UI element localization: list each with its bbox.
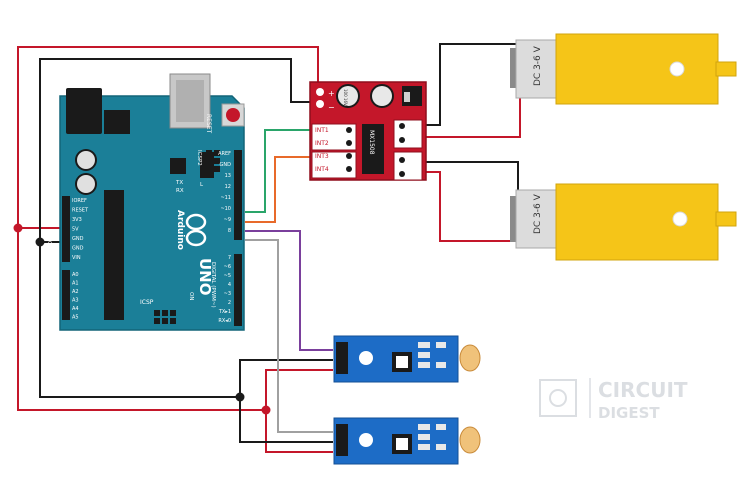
- junction-dot: [35, 237, 45, 247]
- digital-pin-label: 4: [228, 282, 231, 288]
- wire-sensor2-gray: [245, 239, 333, 433]
- wire-motor2-black: [408, 161, 519, 196]
- chip-logo-icon: [539, 379, 577, 417]
- junction-dot: [261, 405, 271, 415]
- wire-gnd-black: [39, 58, 333, 443]
- l-label: L: [200, 182, 204, 188]
- icsp2-header: [206, 150, 220, 172]
- watermark-line1: CIRCUIT: [598, 378, 688, 402]
- icsp-label: ICSP: [140, 299, 154, 306]
- power-header-label: POWER: [46, 238, 52, 257]
- mx1508-chip: [362, 124, 384, 174]
- power-header: POWER: [46, 196, 70, 262]
- rx-label: RX: [176, 188, 184, 194]
- digital-pin-label: ~11: [220, 195, 231, 201]
- power-pin-label: 3V3: [72, 217, 82, 223]
- power-pin-label: GND: [72, 236, 84, 242]
- analog-pin-label: A5: [72, 315, 79, 321]
- wire-5v-red: [17, 46, 333, 453]
- wire-motor2-red: [408, 171, 516, 242]
- digital-pin-label: ~3: [224, 291, 231, 297]
- ldr-sensor-2: [333, 417, 481, 465]
- digital-pin-label: ~6: [224, 264, 231, 270]
- wire-int2-green: [245, 129, 314, 213]
- digital-header-top: [234, 150, 242, 240]
- power-pin-label: VIN: [72, 255, 81, 261]
- svg-text:+: +: [328, 89, 335, 98]
- barrel-jack: [66, 88, 102, 134]
- arduino-brand: Arduino: [175, 210, 185, 250]
- arduino-uno-board: RESET ICSP ICSP2 TX RX L ON Arduino: [46, 73, 245, 331]
- ldr-element: [459, 426, 481, 454]
- digital-pin-label: ~5: [224, 273, 231, 279]
- power-pin-label: RESET: [72, 208, 89, 214]
- digital-pin-label: GND: [220, 162, 232, 168]
- ldr-sensor-1: [333, 335, 481, 383]
- driver-input-pin: [346, 153, 352, 159]
- analog-pin-label: A3: [72, 298, 79, 304]
- icsp2-label: ICSP2: [196, 150, 202, 166]
- digital-pin-label: 12: [225, 184, 231, 190]
- motor-1-label: DC 3-6 V: [533, 45, 543, 86]
- ldr-element: [459, 344, 481, 372]
- digital-pin-labels: AREF GND 13 12 ~11 ~10 ~9 8 7 ~6 ~5 4 ~3 2TX▸1RX◂0: [218, 151, 231, 324]
- atmega-chip: [104, 190, 124, 320]
- circuit-digest-watermark: CIRCUIT DIGEST: [539, 378, 688, 422]
- analog-pin-label: A2: [72, 289, 79, 295]
- arduino-model: UNO: [196, 258, 214, 296]
- dc-motor-2: DC 3-6 V: [510, 183, 737, 261]
- digital-pin-label: 8: [228, 228, 231, 234]
- digital-pin-label: ~10: [220, 206, 231, 212]
- on-label: ON: [188, 292, 194, 300]
- driver-input-label: INT4: [315, 166, 329, 173]
- driver-input-pin: [346, 127, 352, 133]
- digital-pin-label: 7: [228, 255, 231, 261]
- power-pin-label: IOREF: [72, 198, 87, 204]
- tx-label: TX: [175, 180, 183, 186]
- analog-header-label: ANALOG IN: [46, 284, 52, 312]
- motor-2-label: DC 3-6 V: [533, 193, 543, 234]
- power-pin-labels: IOREF RESET 3V3 5V GND GND VIN: [72, 198, 89, 261]
- analog-header: ANALOG IN: [46, 270, 70, 320]
- icsp-header: [154, 310, 176, 324]
- dc-motor-1: DC 3-6 V: [510, 33, 737, 105]
- power-pin-label: GND: [72, 246, 84, 252]
- digital-header-bottom: [234, 254, 242, 326]
- driver-input-label: INT1: [315, 127, 329, 134]
- analog-pin-label: A1: [72, 281, 79, 287]
- driver-cap-label: 100 16V: [343, 89, 348, 106]
- driver-input-label: INT2: [315, 140, 329, 147]
- reset-label: RESET: [205, 114, 212, 134]
- digital-pin-label: ~9: [224, 217, 231, 223]
- driver-chip-label: MX1508: [368, 130, 375, 155]
- driver-input-label: INT3: [315, 153, 329, 160]
- junction-dot: [235, 392, 245, 402]
- wire-5v-sensor1: [265, 369, 333, 410]
- power-pin-label: 5V: [72, 227, 79, 233]
- analog-pin-label: A4: [72, 306, 79, 312]
- wire-sensor1-purple: [245, 230, 333, 351]
- svg-text:−: −: [328, 103, 335, 112]
- watermark-line2: DIGEST: [598, 404, 660, 422]
- arduino-logo: Arduino UNO: [175, 210, 214, 296]
- wire-int3-orange: [245, 156, 314, 223]
- junctions: [13, 223, 271, 415]
- digital-header-label: DIGITAL (PWM~): [210, 262, 216, 308]
- driver-input-pin: [346, 166, 352, 172]
- wire-motor1-red: [408, 95, 521, 138]
- digital-pin-label: 2: [228, 300, 231, 306]
- driver-input-pin: [346, 140, 352, 146]
- junction-dot: [13, 223, 23, 233]
- digital-pin-label: RX◂0: [218, 318, 231, 324]
- digital-pin-label: 13: [225, 173, 231, 179]
- digital-pin-label: TX▸1: [218, 309, 231, 315]
- digital-pin-label: AREF: [218, 151, 231, 157]
- wire-gnd-sensor1: [239, 359, 333, 397]
- analog-pin-label: A0: [72, 272, 79, 278]
